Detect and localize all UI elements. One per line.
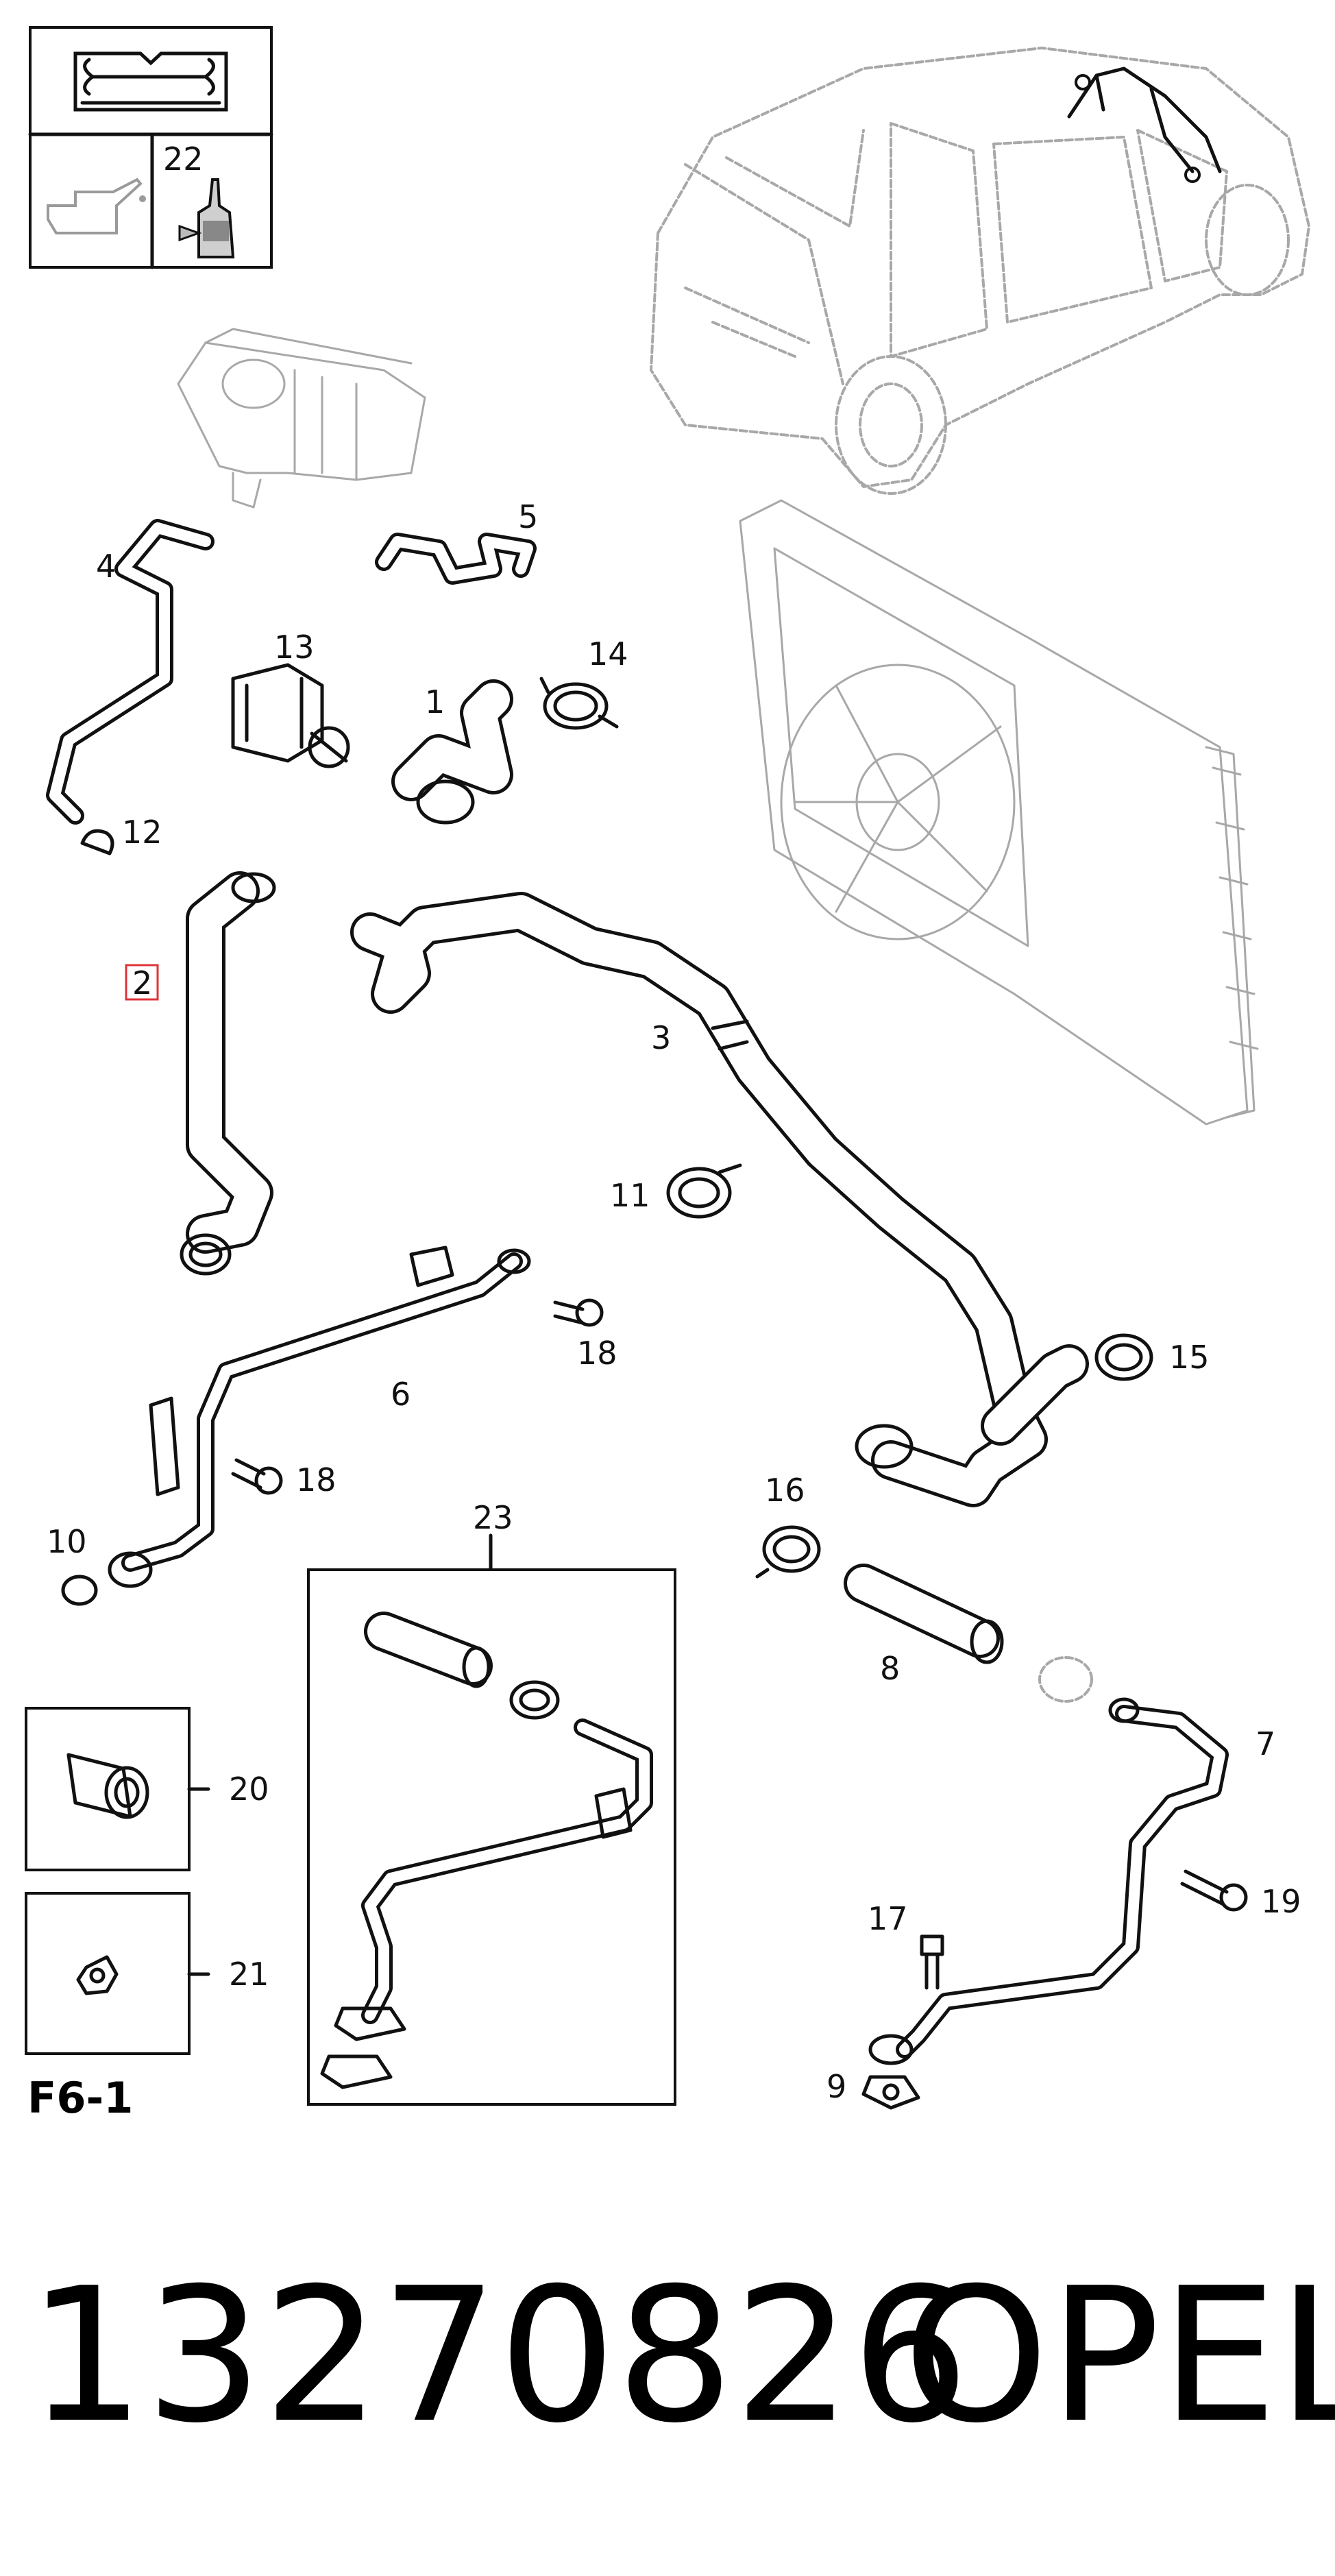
callout-16: 16 — [765, 1472, 805, 1509]
callout-19: 19 — [1261, 1883, 1301, 1920]
oil-can-icon — [47, 178, 146, 234]
callout-9: 9 — [826, 2068, 846, 2105]
vehicle-outline-ghost — [650, 47, 1310, 495]
clamp-13 — [231, 663, 350, 768]
pipe-6 — [108, 1246, 531, 1588]
callout-1: 1 — [425, 683, 445, 720]
wiring-harness — [1067, 66, 1222, 183]
expansion-tank-ghost — [177, 328, 426, 509]
callout-6: 6 — [391, 1376, 411, 1413]
bolt-17 — [920, 1934, 944, 1990]
callout-21: 21 — [229, 1956, 269, 1993]
seal-10 — [61, 1575, 98, 1606]
legend-box: 22 — [28, 26, 273, 269]
gasket-9 — [861, 2075, 920, 2110]
callout-12: 12 — [122, 814, 162, 851]
callout-15: 15 — [1169, 1339, 1210, 1376]
bolt-18a — [553, 1298, 604, 1327]
hose-5 — [375, 533, 537, 585]
callout-11: 11 — [610, 1177, 650, 1214]
callout-23: 23 — [473, 1499, 513, 1536]
callout-18b: 18 — [296, 1461, 336, 1498]
hose-3 — [350, 892, 1089, 1507]
callout-2: 2 — [132, 964, 152, 1001]
bolt-19 — [1180, 1869, 1248, 1912]
sealant-bottle-icon — [178, 178, 235, 258]
brand-name: OPEL — [903, 2248, 1335, 2464]
callout-8: 8 — [880, 1650, 900, 1687]
repair-manual-wrench-icon — [73, 51, 228, 112]
radiator-fan-ghost — [739, 499, 1259, 1126]
callout-7: 7 — [1256, 1725, 1275, 1762]
bolt-18b — [231, 1458, 283, 1495]
callout-20: 20 — [229, 1771, 269, 1808]
callout-14: 14 — [588, 635, 628, 672]
hose-2 — [180, 871, 276, 1276]
callout-17: 17 — [868, 1900, 908, 1937]
kit-box-23 — [307, 1533, 676, 2106]
callout-22: 22 — [163, 141, 204, 178]
callout-4: 4 — [96, 548, 116, 585]
callout-3: 3 — [651, 1019, 671, 1056]
clamp-16 — [755, 1525, 821, 1579]
box-20 — [25, 1707, 210, 1871]
callout-5: 5 — [518, 498, 538, 535]
hose-8 — [844, 1564, 1004, 1664]
part-number: 13270826 — [27, 2248, 969, 2464]
clip-12 — [80, 829, 114, 855]
callout-18a: 18 — [577, 1335, 617, 1372]
box-21 — [25, 1892, 210, 2055]
clamp-14 — [539, 677, 619, 730]
hose-4 — [46, 519, 215, 825]
highlighted-callout-2: 2 — [125, 964, 159, 1001]
hose-1 — [391, 679, 513, 825]
callout-10: 10 — [47, 1523, 87, 1560]
callout-13: 13 — [274, 629, 315, 666]
figure-label: F6-1 — [27, 2073, 133, 2123]
clamp-15 — [1094, 1333, 1153, 1381]
clamp-ghost-7 — [1038, 1656, 1093, 1703]
pipe-7 — [868, 1697, 1229, 2065]
clamp-11 — [666, 1163, 742, 1219]
